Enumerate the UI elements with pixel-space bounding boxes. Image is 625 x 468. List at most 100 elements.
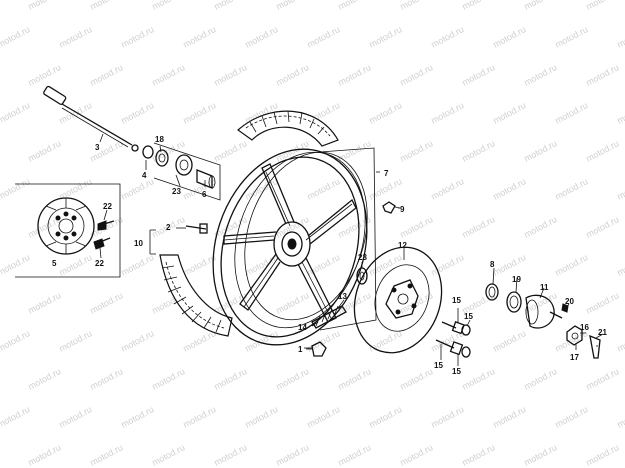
- watermark-text: motod.ru: [398, 442, 434, 468]
- cast-wheel: [212, 147, 377, 346]
- watermark-text: motod.ru: [0, 100, 31, 126]
- valve-nut: [306, 341, 327, 357]
- watermark-text: motod.ru: [305, 404, 341, 430]
- watermark-text: motod.ru: [553, 24, 589, 50]
- watermark-text: motod.ru: [181, 252, 217, 278]
- speedometer-gearbox-set: [485, 283, 601, 359]
- watermark-text: motod.ru: [212, 366, 248, 392]
- watermark-text: motod.ru: [0, 252, 31, 278]
- watermark-text: motod.ru: [305, 252, 341, 278]
- watermark-text: motod.ru: [460, 62, 496, 88]
- watermark-text: motod.ru: [119, 328, 155, 354]
- callout-15-c: 15: [434, 361, 443, 370]
- callout-8: 8: [490, 260, 495, 269]
- watermark-text: motod.ru: [57, 24, 93, 50]
- watermark-text: motod.ru: [119, 24, 155, 50]
- left-brake-disc: [15, 183, 121, 278]
- watermark-text: motod.ru: [88, 62, 124, 88]
- watermark-text: motod.ru: [336, 442, 372, 468]
- watermark-text: motod.ru: [57, 252, 93, 278]
- watermark-text: motod.ru: [274, 62, 310, 88]
- callout-1: 1: [298, 345, 303, 354]
- watermark-text: motod.ru: [26, 138, 62, 164]
- watermark-text: motod.ru: [429, 100, 465, 126]
- watermark-text: motod.ru: [367, 176, 403, 202]
- watermark-text: motod.ru: [491, 328, 527, 354]
- callout-19: 19: [512, 275, 521, 284]
- watermark-text: motod.ru: [522, 366, 558, 392]
- callout-16: 16: [580, 323, 589, 332]
- watermark-text: motod.ru: [553, 176, 589, 202]
- watermark-text: motod.ru: [336, 0, 372, 12]
- callout-15-d: 15: [452, 367, 461, 376]
- watermark-text: motod.ru: [88, 366, 124, 392]
- callout-21: 21: [598, 328, 607, 337]
- watermark-text: motod.ru: [367, 404, 403, 430]
- watermark-text: motod.ru: [212, 0, 248, 12]
- watermark-text: motod.ru: [553, 100, 589, 126]
- watermark-text: motod.ru: [398, 366, 434, 392]
- watermark-text: motod.ru: [460, 214, 496, 240]
- watermark-text: motod.ru: [26, 62, 62, 88]
- watermark-text: motod.ru: [553, 252, 589, 278]
- watermark-text: motod.ru: [150, 442, 186, 468]
- callout-22-a: 22: [103, 202, 112, 211]
- watermark-text: motod.ru: [26, 0, 62, 12]
- watermark-text: motod.ru: [522, 442, 558, 468]
- watermark-text: motod.ru: [615, 24, 625, 50]
- callout-23-b: 23: [358, 253, 367, 262]
- disc-mount-bolts: [435, 321, 471, 358]
- watermark-text: motod.ru: [336, 62, 372, 88]
- watermark-text: motod.ru: [553, 404, 589, 430]
- watermark-text: motod.ru: [88, 290, 124, 316]
- callout-9: 9: [400, 205, 405, 214]
- watermark-text: motod.ru: [88, 0, 124, 12]
- watermark-text: motod.ru: [398, 62, 434, 88]
- balance-weights: [311, 305, 347, 329]
- watermark-text: motod.ru: [336, 366, 372, 392]
- watermark-text: motod.ru: [491, 100, 527, 126]
- watermark-text: motod.ru: [336, 138, 372, 164]
- watermark-text: motod.ru: [367, 252, 403, 278]
- watermark-text: motod.ru: [243, 24, 279, 50]
- watermark-text: motod.ru: [584, 290, 620, 316]
- axle-spacers: [142, 142, 221, 201]
- watermark-text: motod.ru: [367, 100, 403, 126]
- tire-valve: [185, 223, 208, 234]
- watermark-text: motod.ru: [119, 176, 155, 202]
- watermark-text: motod.ru: [584, 138, 620, 164]
- watermark-text: motod.ru: [553, 328, 589, 354]
- watermark-text: motod.ru: [491, 176, 527, 202]
- watermark-text: motod.ru: [150, 366, 186, 392]
- tire-lower: [159, 254, 233, 337]
- watermark-text: motod.ru: [305, 24, 341, 50]
- watermark-text: motod.ru: [429, 24, 465, 50]
- watermark-text: motod.ru: [584, 214, 620, 240]
- watermark-text: motod.ru: [460, 366, 496, 392]
- watermark-text: motod.ru: [274, 366, 310, 392]
- watermark-text: motod.ru: [615, 404, 625, 430]
- callout-3: 3: [95, 143, 100, 152]
- watermark-text: motod.ru: [584, 62, 620, 88]
- callout-11: 11: [540, 283, 549, 292]
- leader-lines: [99, 133, 604, 366]
- watermark-text: motod.ru: [181, 404, 217, 430]
- watermark-text: motod.ru: [274, 138, 310, 164]
- watermark-text: motod.ru: [0, 24, 31, 50]
- callout-5: 5: [52, 259, 57, 268]
- watermark-text: motod.ru: [119, 100, 155, 126]
- watermark-text: motod.ru: [398, 214, 434, 240]
- watermark-text: motod.ru: [57, 328, 93, 354]
- watermark-text: motod.ru: [398, 0, 434, 12]
- callout-17: 17: [570, 353, 579, 362]
- watermark-text: motod.ru: [212, 138, 248, 164]
- callout-20: 20: [565, 297, 574, 306]
- watermark-text: motod.ru: [429, 404, 465, 430]
- watermark-text: motod.ru: [150, 0, 186, 12]
- watermark-text: motod.ru: [460, 442, 496, 468]
- watermark-text: motod.ru: [398, 138, 434, 164]
- watermark-text: motod.ru: [181, 100, 217, 126]
- watermark-text: motod.ru: [57, 404, 93, 430]
